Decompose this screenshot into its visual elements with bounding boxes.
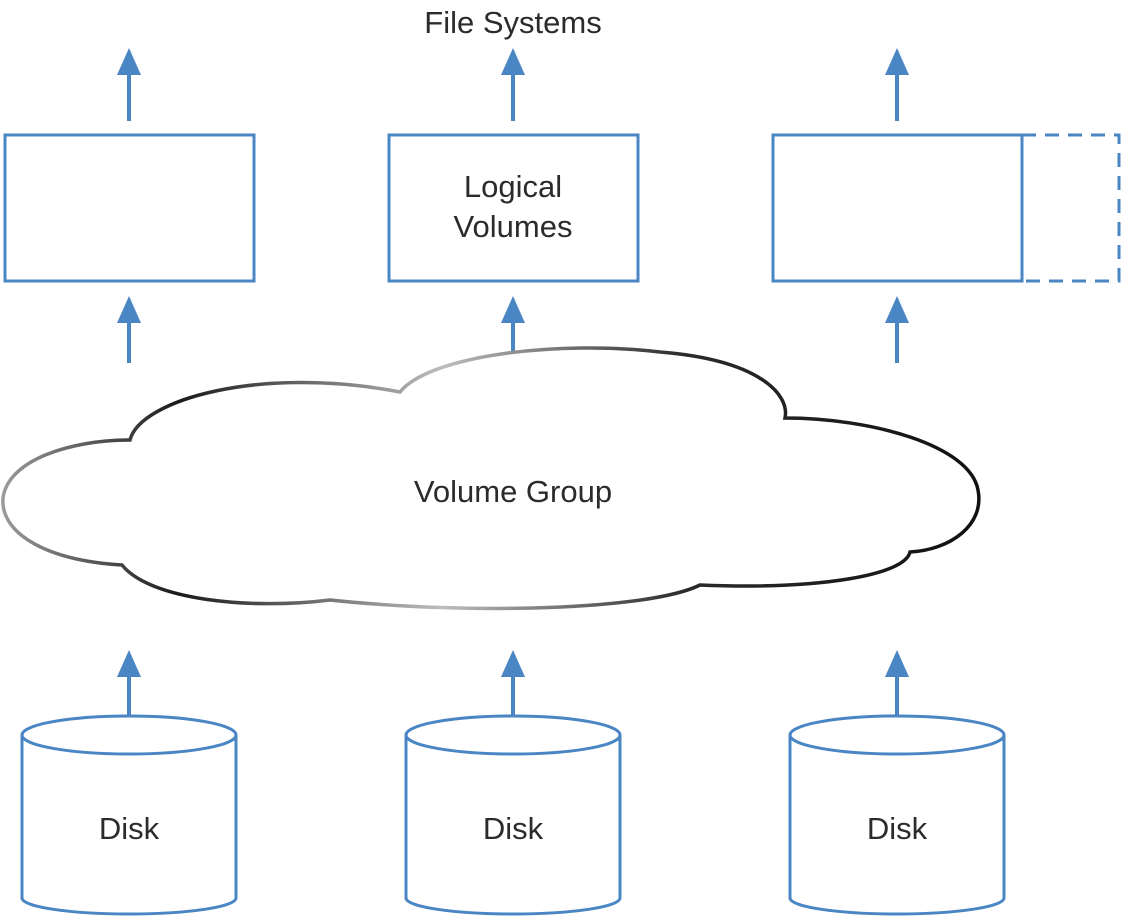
logical-volume-box-1 <box>3 133 256 283</box>
disk-cylinder-1 <box>20 714 238 916</box>
arrow-lv3-to-fs <box>885 48 909 121</box>
disks <box>20 714 1006 916</box>
arrow-vg-to-lv2 <box>501 296 525 352</box>
disk-label-2: Disk <box>483 811 544 846</box>
arrow-lv2-to-fs <box>501 48 525 121</box>
volume-group-label: Volume Group <box>414 474 612 509</box>
disk-label-1: Disk <box>99 811 160 846</box>
arrow-lv1-to-fs <box>117 48 141 121</box>
arrow-disk2-to-vg <box>501 650 525 716</box>
volume-group-cloud <box>1 346 981 611</box>
logical-volume-extension-dashed <box>1022 133 1121 283</box>
disk-cylinder-3 <box>788 714 1006 916</box>
arrow-vg-to-lv3 <box>885 296 909 363</box>
logical-volume-box-2 <box>387 133 640 283</box>
logical-volumes-label-line2: Volumes <box>454 209 573 244</box>
disk-to-vg-arrows <box>117 650 909 716</box>
logical-volumes <box>3 133 1121 283</box>
disk-cylinder-2 <box>404 714 622 916</box>
file-system-arrows <box>117 48 909 121</box>
arrow-vg-to-lv1 <box>117 296 141 363</box>
logical-volume-box-3 <box>771 133 1024 283</box>
file-systems-title: File Systems <box>424 5 601 40</box>
arrow-disk3-to-vg <box>885 650 909 716</box>
logical-volumes-label-line1: Logical <box>464 169 562 204</box>
arrow-disk1-to-vg <box>117 650 141 716</box>
disk-label-3: Disk <box>867 811 928 846</box>
vg-to-lv-arrows <box>117 296 909 363</box>
